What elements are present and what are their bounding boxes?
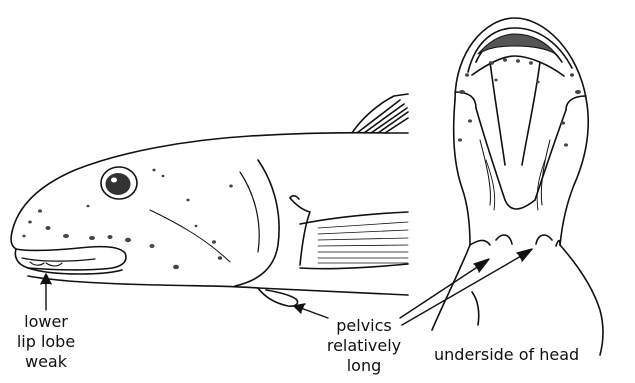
label-lower-lip: lower lip lobe weak <box>12 312 80 372</box>
underside-view-head <box>432 18 603 355</box>
label-pelvics-line-3: long <box>316 356 412 376</box>
label-pelvics: pelvics relatively long <box>316 316 412 376</box>
pointer-arrows <box>41 249 532 325</box>
side-view-head <box>11 94 408 306</box>
label-lower-lip-line-1: lower <box>12 312 80 332</box>
label-lower-lip-line-2: lip lobe <box>12 332 80 352</box>
label-lower-lip-line-3: weak <box>12 352 80 372</box>
label-pelvics-line-1: pelvics <box>316 316 412 336</box>
label-underside: underside of head <box>434 345 579 365</box>
label-pelvics-line-2: relatively <box>316 336 412 356</box>
